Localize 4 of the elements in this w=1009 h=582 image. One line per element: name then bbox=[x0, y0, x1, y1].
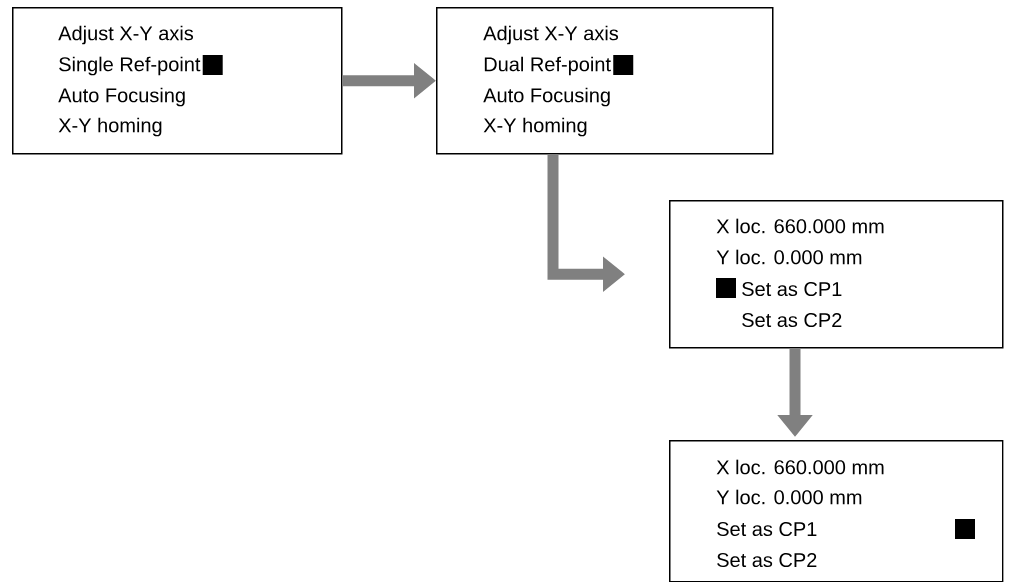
menu-box: X loc. 660.000 mm Y loc. 0.000 mm Set as CP1 Set as CP2 bbox=[669, 200, 1004, 349]
menu-box: X loc. 660.000 mm Y loc. 0.000 mm Set as CP1 Set as CP2 bbox=[669, 440, 1004, 582]
menu-box: Adjust X-Y axis Single Ref-point Auto Focusing X-Y homing bbox=[12, 7, 343, 155]
menu-box: Adjust X-Y axis Dual Ref-point Auto Focusing X-Y homing bbox=[436, 7, 774, 155]
